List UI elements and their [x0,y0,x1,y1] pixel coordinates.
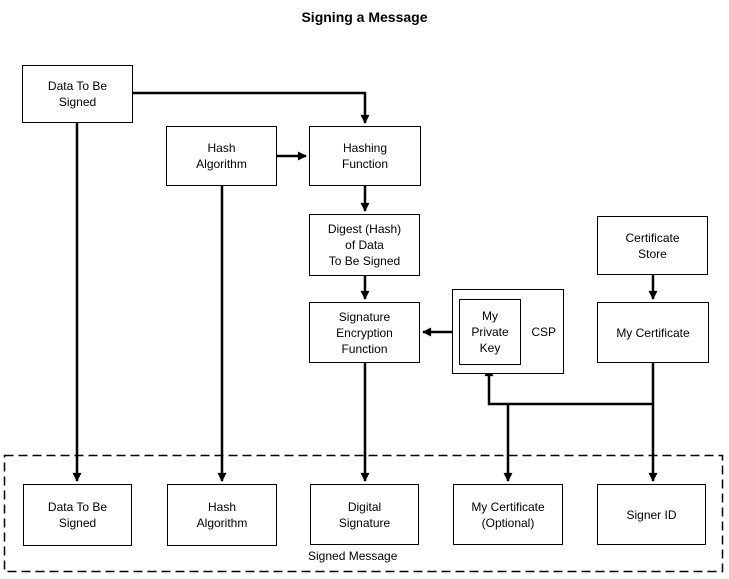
box-digital-signature-label: Digital Signature [338,499,391,530]
box-signature-encryption-function: Signature Encryption Function [309,302,420,363]
box-my-certificate-optional-label: My Certificate (Optional) [471,499,545,530]
box-my-private-key: My Private Key [459,299,521,365]
box-hashing-function: Hashing Function [309,126,421,186]
box-signature-encryption-function-label: Signature Encryption Function [336,309,393,356]
box-my-certificate: My Certificate [597,302,709,363]
csp-label: CSP [531,324,556,339]
box-certificate-store: Certificate Store [597,216,708,275]
box-signed-data-to-be-signed: Data To Be Signed [23,484,132,546]
signed-message-container [3,454,724,573]
box-signer-id: Signer ID [597,484,706,545]
box-data-to-be-signed-source: Data To Be Signed [22,65,133,123]
box-csp-container: My Private Key CSP [452,289,564,374]
box-hash-algorithm-source-label: Hash Algorithm [196,141,247,171]
connector-arrows [72,91,658,482]
box-my-certificate-optional: My Certificate (Optional) [453,484,563,545]
box-my-private-key-label: My Private Key [471,309,509,355]
signed-message-label: Signed Message [308,549,398,563]
box-digest: Digest (Hash) of Data To Be Signed [309,214,420,276]
box-signer-id-label: Signer ID [626,507,677,522]
arrow-my-certificate-to-my-private-key [484,367,653,406]
diagram-title: Signing a Message [301,9,428,25]
box-my-certificate-label: My Certificate [616,325,690,340]
box-signed-data-to-be-signed-label: Data To Be Signed [47,500,108,530]
box-digital-signature: Digital Signature [310,484,419,545]
box-hash-algorithm-source: Hash Algorithm [166,126,277,186]
box-digest-label: Digest (Hash) of Data To Be Signed [327,222,402,268]
box-certificate-store-label: Certificate Store [625,230,680,261]
box-data-to-be-signed-source-label: Data To Be Signed [47,79,108,109]
box-signed-hash-algorithm-label: Hash Algorithm [196,500,248,530]
box-hashing-function-label: Hashing Function [341,141,389,171]
arrow-data-to-hashing-function [133,91,370,124]
box-signed-hash-algorithm: Hash Algorithm [167,484,277,546]
